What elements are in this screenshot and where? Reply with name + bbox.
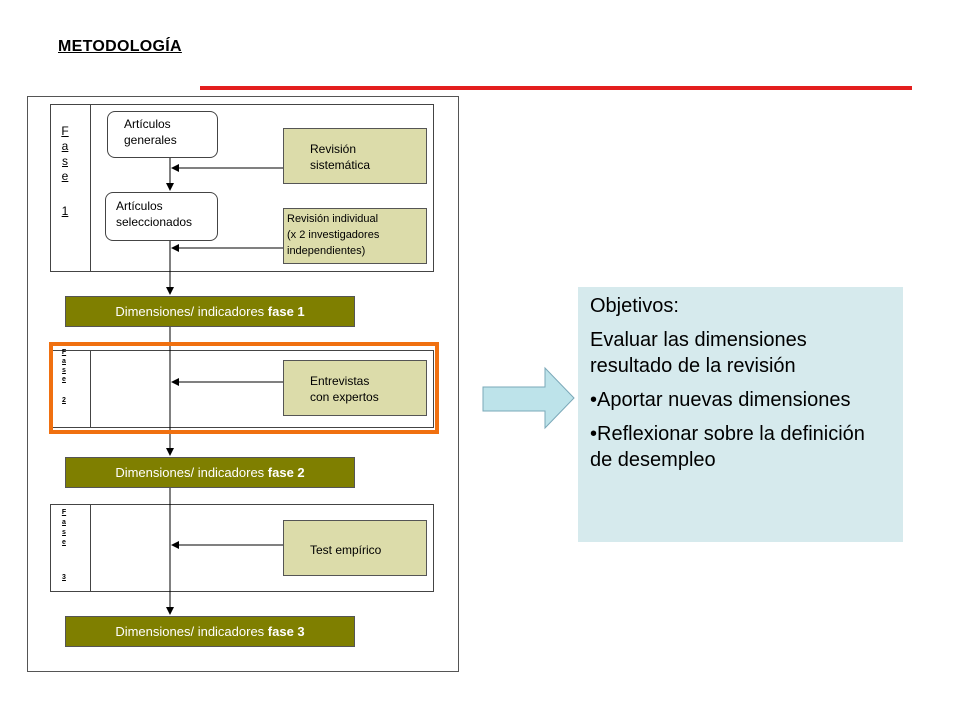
phase2-letter: e [62, 376, 66, 383]
dimensiones-fase3-bar: Dimensiones/ indicadores fase 3 [65, 616, 355, 647]
objectives-panel: Objetivos: Evaluar las dimensiones resul… [578, 287, 903, 542]
bar3-bold: fase 3 [267, 624, 305, 639]
bar1-bold: fase 1 [267, 304, 305, 319]
phase3-letter: F [61, 509, 67, 516]
phase1-letter: e [61, 169, 69, 183]
phase2-label-column [50, 350, 91, 428]
dimensiones-fase1-bar: Dimensiones/ indicadores fase 1 [65, 296, 355, 327]
phase2-letter: a [62, 358, 66, 365]
phase1-label-column [50, 104, 91, 272]
phase3-letter: 3 [62, 574, 66, 581]
articulos-generales-box: Artículos generales [107, 111, 218, 158]
phase2-highlight [49, 342, 439, 434]
phase3-label: F a s e 3 [50, 509, 78, 584]
bar2-bold: fase 2 [267, 465, 305, 480]
phase2-letter: F [61, 349, 67, 356]
entrevistas-box: Entrevistas con expertos [283, 360, 427, 416]
phase1-letter: a [61, 139, 69, 153]
bar3-prefix: Dimensiones/ indicadores [115, 624, 268, 639]
diagram-frame [27, 96, 459, 672]
phase3-letter: s [62, 529, 66, 536]
title-divider [200, 86, 912, 90]
bar2-prefix: Dimensiones/ indicadores [115, 465, 268, 480]
objectives-item: •Aportar nuevas dimensiones [590, 389, 851, 411]
phase1-label: F a s e 1 [50, 125, 80, 220]
articulos-seleccionados-box: Artículos seleccionados [105, 192, 218, 241]
big-right-arrow [482, 366, 575, 430]
phase3-letter: a [62, 519, 66, 526]
phase2-letter: s [62, 367, 66, 374]
phase3-letter: e [62, 539, 66, 546]
test-empirico-box: Test empírico [283, 520, 427, 576]
bar1-prefix: Dimensiones/ indicadores [115, 304, 268, 319]
revision-individual-box: Revisión individual (x 2 investigadores … [283, 208, 427, 264]
phase3-label-column [50, 504, 91, 592]
phase1-letter: F [61, 124, 69, 138]
objectives-item: •Reflexionar sobre la definición de dese… [590, 423, 865, 471]
slide-title: METODOLOGÍA [58, 38, 182, 55]
objectives-heading: Objetivos: [590, 295, 679, 317]
phase2-letter: 2 [62, 397, 66, 404]
revision-sistematica-box: Revisión sistemática [283, 128, 427, 184]
phase1-letter: 1 [61, 204, 69, 218]
dimensiones-fase2-bar: Dimensiones/ indicadores fase 2 [65, 457, 355, 488]
phase2-label: F a s e 2 [50, 349, 78, 406]
phase1-letter: s [62, 154, 68, 168]
objectives-item: Evaluar las dimensiones resultado de la … [590, 329, 807, 377]
